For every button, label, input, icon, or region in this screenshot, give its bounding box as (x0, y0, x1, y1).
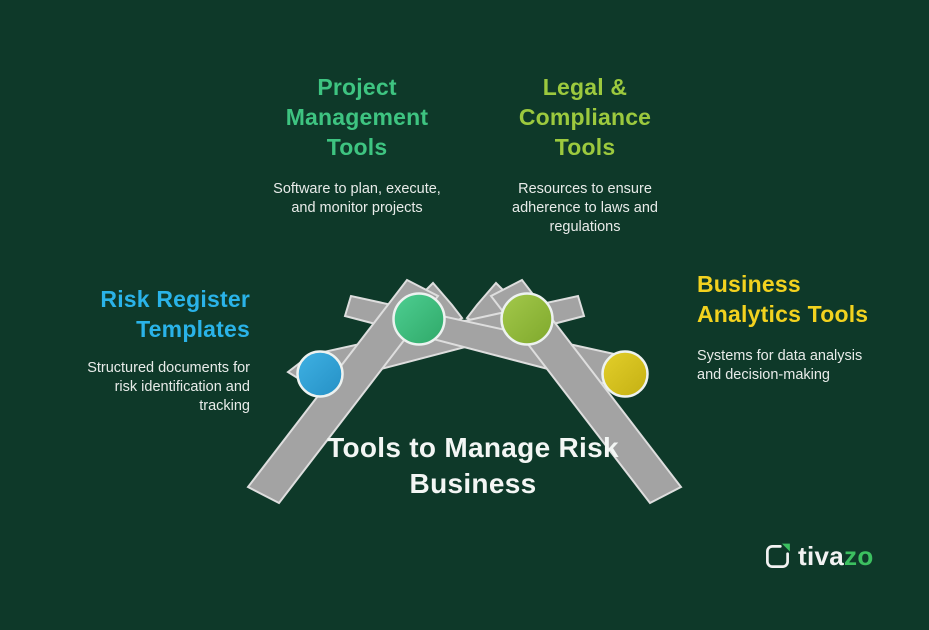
item-desc-legal-compliance: Resources to ensure adherence to laws an… (512, 181, 658, 235)
node-project-management (392, 292, 446, 346)
node-risk-register (296, 350, 344, 398)
brand-logo-text-prefix: tiva (798, 541, 845, 571)
item-title-risk-register: Risk Register Templates (100, 286, 250, 342)
brand-logo-flag (782, 543, 790, 552)
item-title-project-management: Project Management Tools (285, 74, 429, 160)
item-title-business-analytics: Business Analytics Tools (697, 271, 869, 327)
brand-logo: tivazo (764, 543, 874, 570)
item-title-legal-compliance: Legal & Compliance Tools (518, 74, 652, 160)
main-title: Tools to Manage Risk Business (327, 432, 619, 499)
item-desc-project-management: Software to plan, execute, and monitor p… (273, 181, 441, 216)
brand-logo-icon (766, 543, 790, 568)
node-business-analytics (601, 350, 649, 398)
item-project-management: Project Management Tools Software to pla… (267, 72, 447, 218)
item-business-analytics: Business Analytics Tools Systems for dat… (697, 269, 872, 385)
item-legal-compliance: Legal & Compliance Tools Resources to en… (495, 72, 675, 237)
brand-logo-text-suffix: zo (844, 541, 874, 571)
mountain-left-leg (246, 278, 440, 505)
item-desc-business-analytics: Systems for data analysis and decision-m… (697, 348, 863, 383)
item-desc-risk-register: Structured documents for risk identifica… (87, 360, 250, 414)
item-risk-register: Risk Register Templates Structured docum… (60, 284, 250, 416)
brand-logo-text: tivazo (798, 543, 874, 570)
node-legal-compliance (500, 292, 554, 346)
